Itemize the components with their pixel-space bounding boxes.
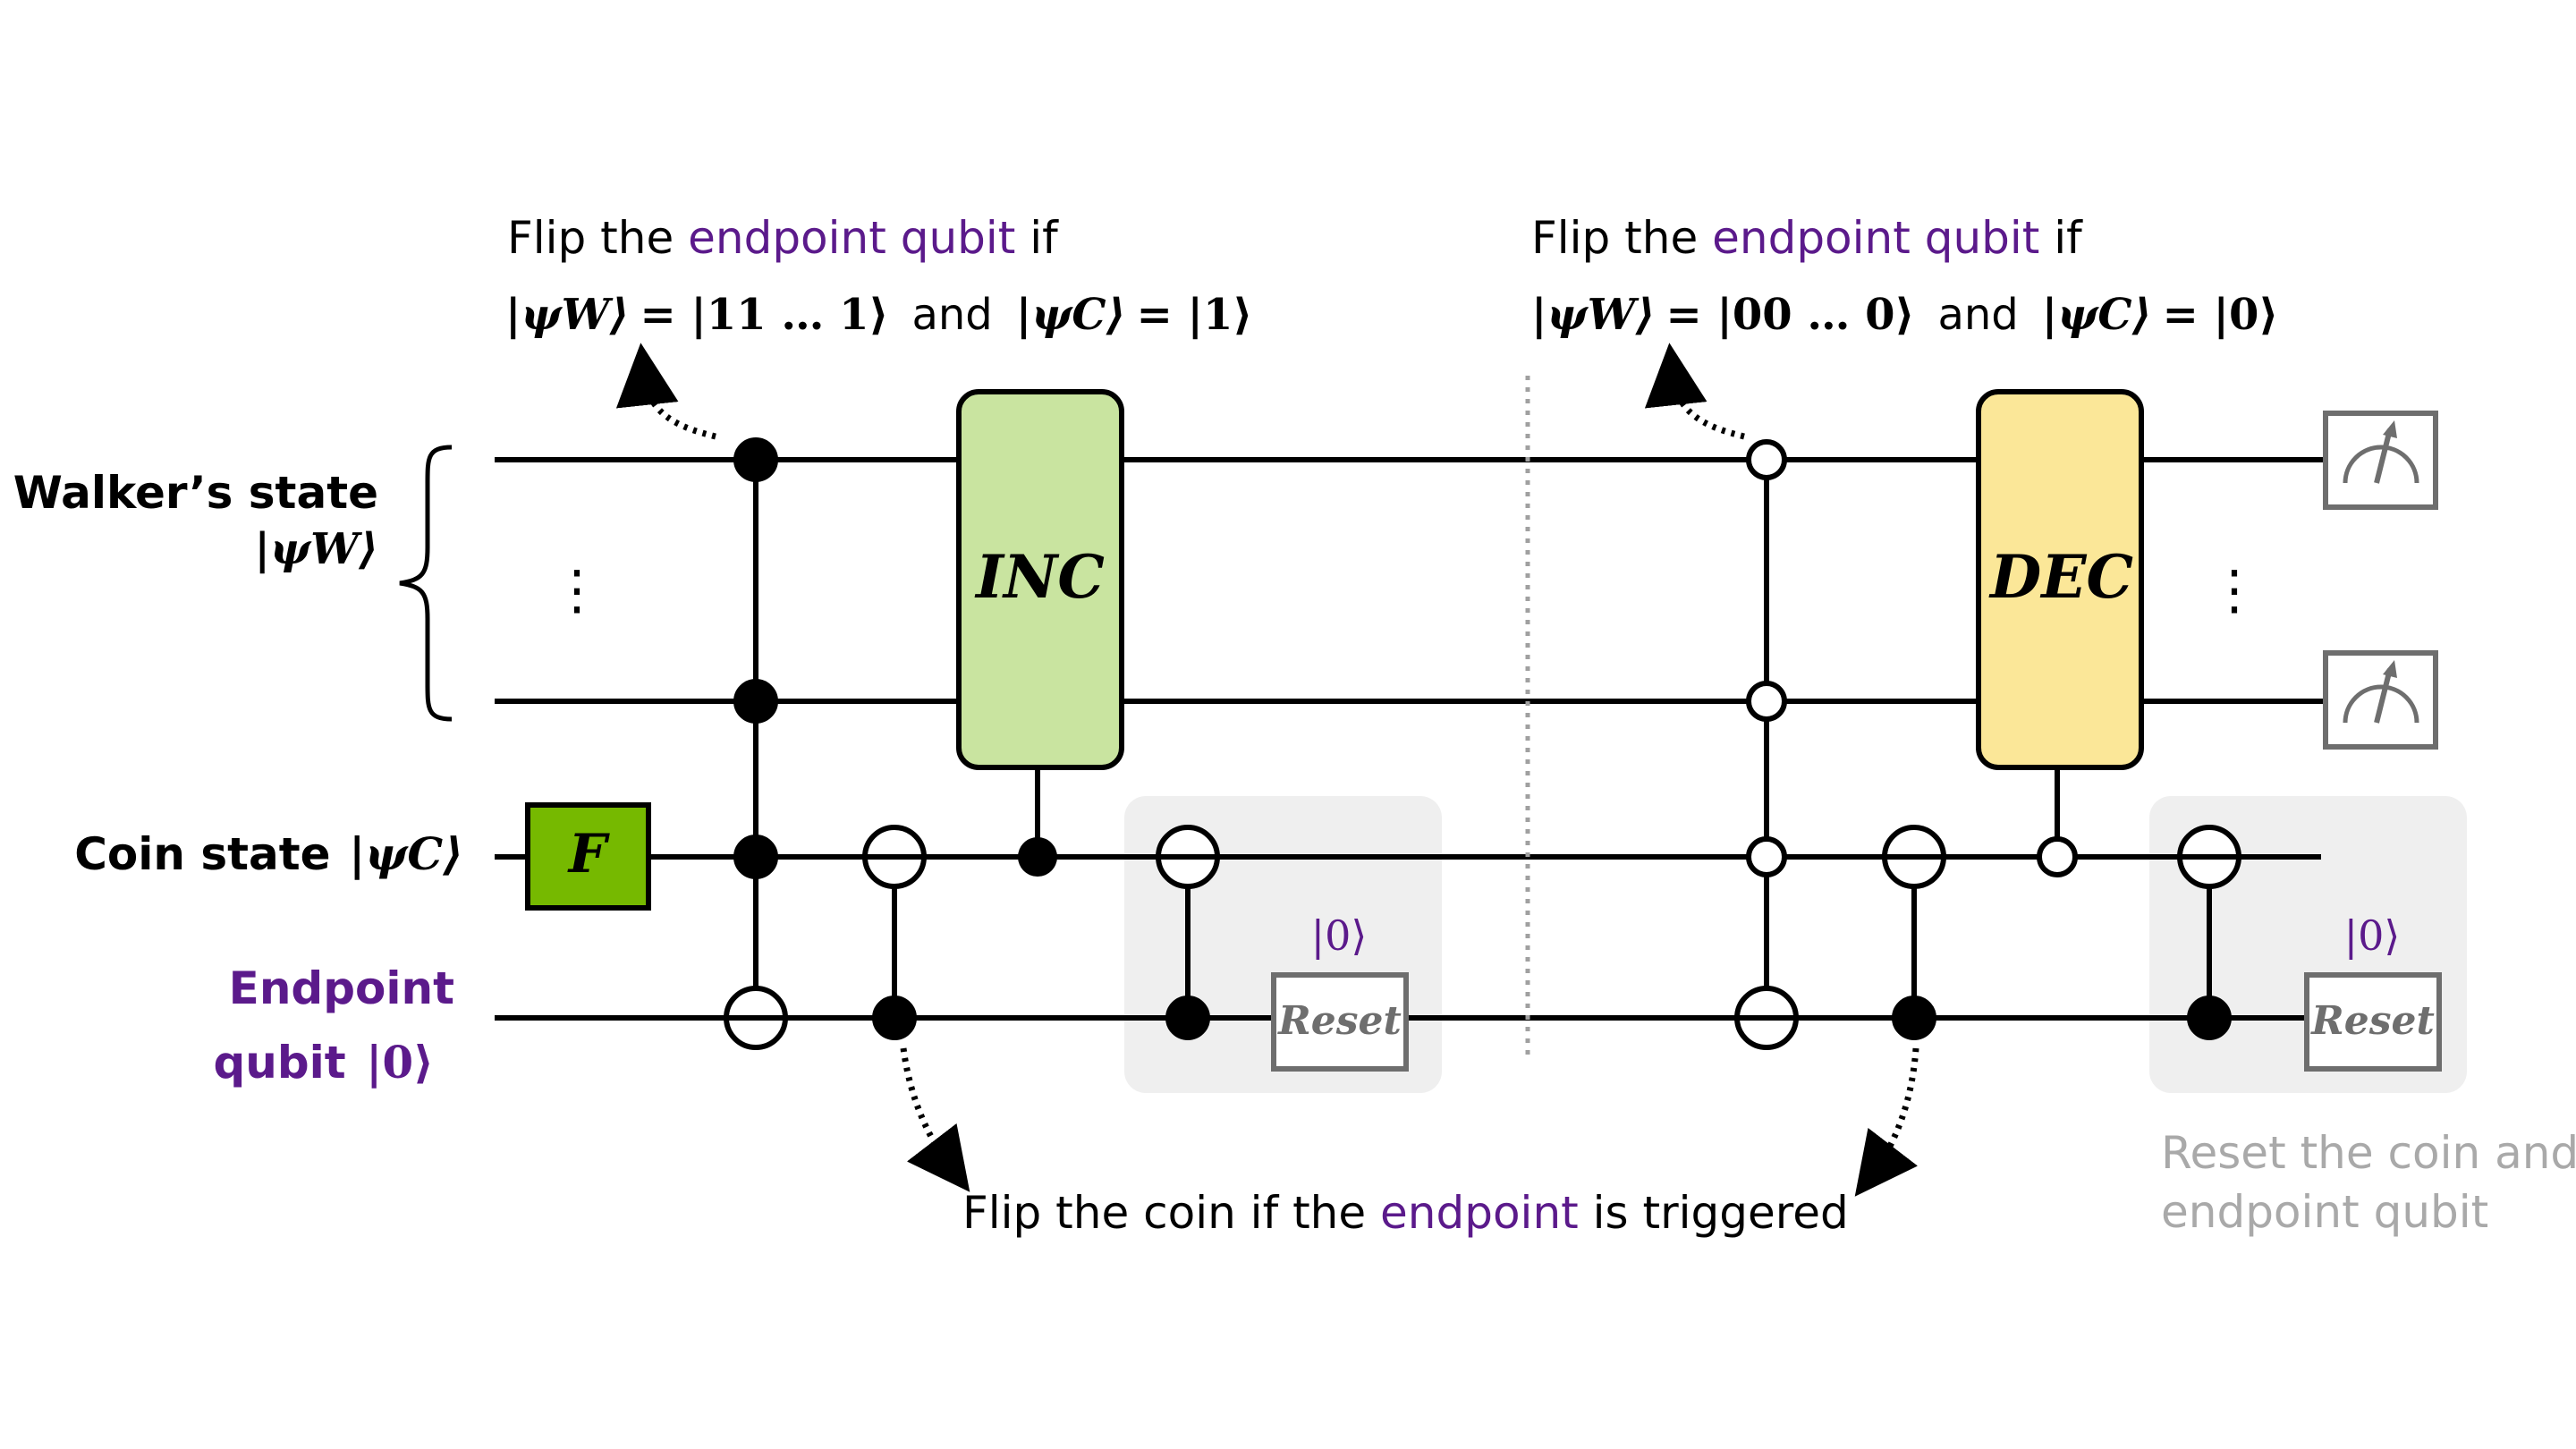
walker-brace xyxy=(399,445,453,722)
open-control-dot xyxy=(2037,836,2078,877)
walker-vdots-left: ⋮ xyxy=(550,559,604,622)
svg-text:INC: INC xyxy=(974,542,1105,612)
reset-gate-left: |0⟩ Reset xyxy=(1271,911,1409,1072)
coin-flip-cnot-right xyxy=(1882,825,1946,1040)
coin-gate-f: F xyxy=(525,802,651,911)
svg-text:F: F xyxy=(567,823,611,886)
svg-text:Reset: Reset xyxy=(1276,998,1402,1044)
control-dot xyxy=(872,996,917,1040)
control-dot xyxy=(1892,996,1936,1040)
control-dot xyxy=(1018,837,1057,877)
reset-ket-right: |0⟩ xyxy=(2344,911,2401,960)
reset-gate-right: |0⟩ Reset xyxy=(2304,911,2442,1072)
annotation-condition-right: |ψW⟩ = |00 … 0⟩ and |ψC⟩ = |0⟩ xyxy=(1531,290,2278,340)
annotation-flip-endpoint-left: Flip the endpoint qubit if xyxy=(507,212,1059,264)
control-dot xyxy=(733,679,778,724)
reset-note-line2: endpoint qubit xyxy=(2161,1186,2488,1238)
coin-state-label: Coin state |ψC⟩ xyxy=(74,827,463,881)
open-control-dot xyxy=(1746,681,1787,722)
control-dot xyxy=(733,835,778,879)
control-dot xyxy=(2187,996,2232,1040)
coin-flip-cnot-left xyxy=(862,825,927,1040)
dotted-arrow-bottom-left xyxy=(900,1047,970,1192)
walker-state-label: Walker’s state xyxy=(13,467,378,519)
reset-cnot-left xyxy=(1156,825,1220,1040)
endpoint-label-line2: qubit |0⟩ xyxy=(213,1036,434,1089)
endpoint-flip-controlled-not-right xyxy=(1734,439,1799,1050)
walker-vdots-right: ⋮ xyxy=(2207,559,2261,622)
annotation-flip-coin: Flip the coin if the endpoint is trigger… xyxy=(962,1187,1849,1239)
control-dot xyxy=(1165,996,1210,1040)
measurement-meter-top xyxy=(2323,411,2438,510)
open-control-dot xyxy=(1746,836,1787,877)
dotted-arrow-bottom-right xyxy=(1854,1047,1919,1197)
svg-text:DEC: DEC xyxy=(1988,542,2133,612)
endpoint-flip-controlled-not-left xyxy=(724,437,788,1050)
dotted-arrow-top-right xyxy=(1644,343,1745,440)
annotation-condition-left: |ψW⟩ = |11 … 1⟩ and |ψC⟩ = |1⟩ xyxy=(505,290,1252,340)
control-dot xyxy=(733,437,778,482)
endpoint-label-line1: Endpoint xyxy=(229,962,454,1014)
reset-ket-left: |0⟩ xyxy=(1311,911,1368,960)
measurement-meter-bottom xyxy=(2323,650,2438,750)
reset-cnot-right xyxy=(2177,825,2241,1040)
svg-text:Reset: Reset xyxy=(2309,998,2435,1044)
dec-gate: DEC xyxy=(1976,389,2144,877)
reset-note-line1: Reset the coin and xyxy=(2161,1127,2576,1179)
inc-gate: INC xyxy=(956,389,1124,877)
annotation-flip-endpoint-right: Flip the endpoint qubit if xyxy=(1531,212,2083,264)
dotted-arrow-top-left xyxy=(615,343,716,440)
open-control-dot xyxy=(1746,439,1787,480)
walker-state-ket: |ψW⟩ xyxy=(255,524,379,574)
